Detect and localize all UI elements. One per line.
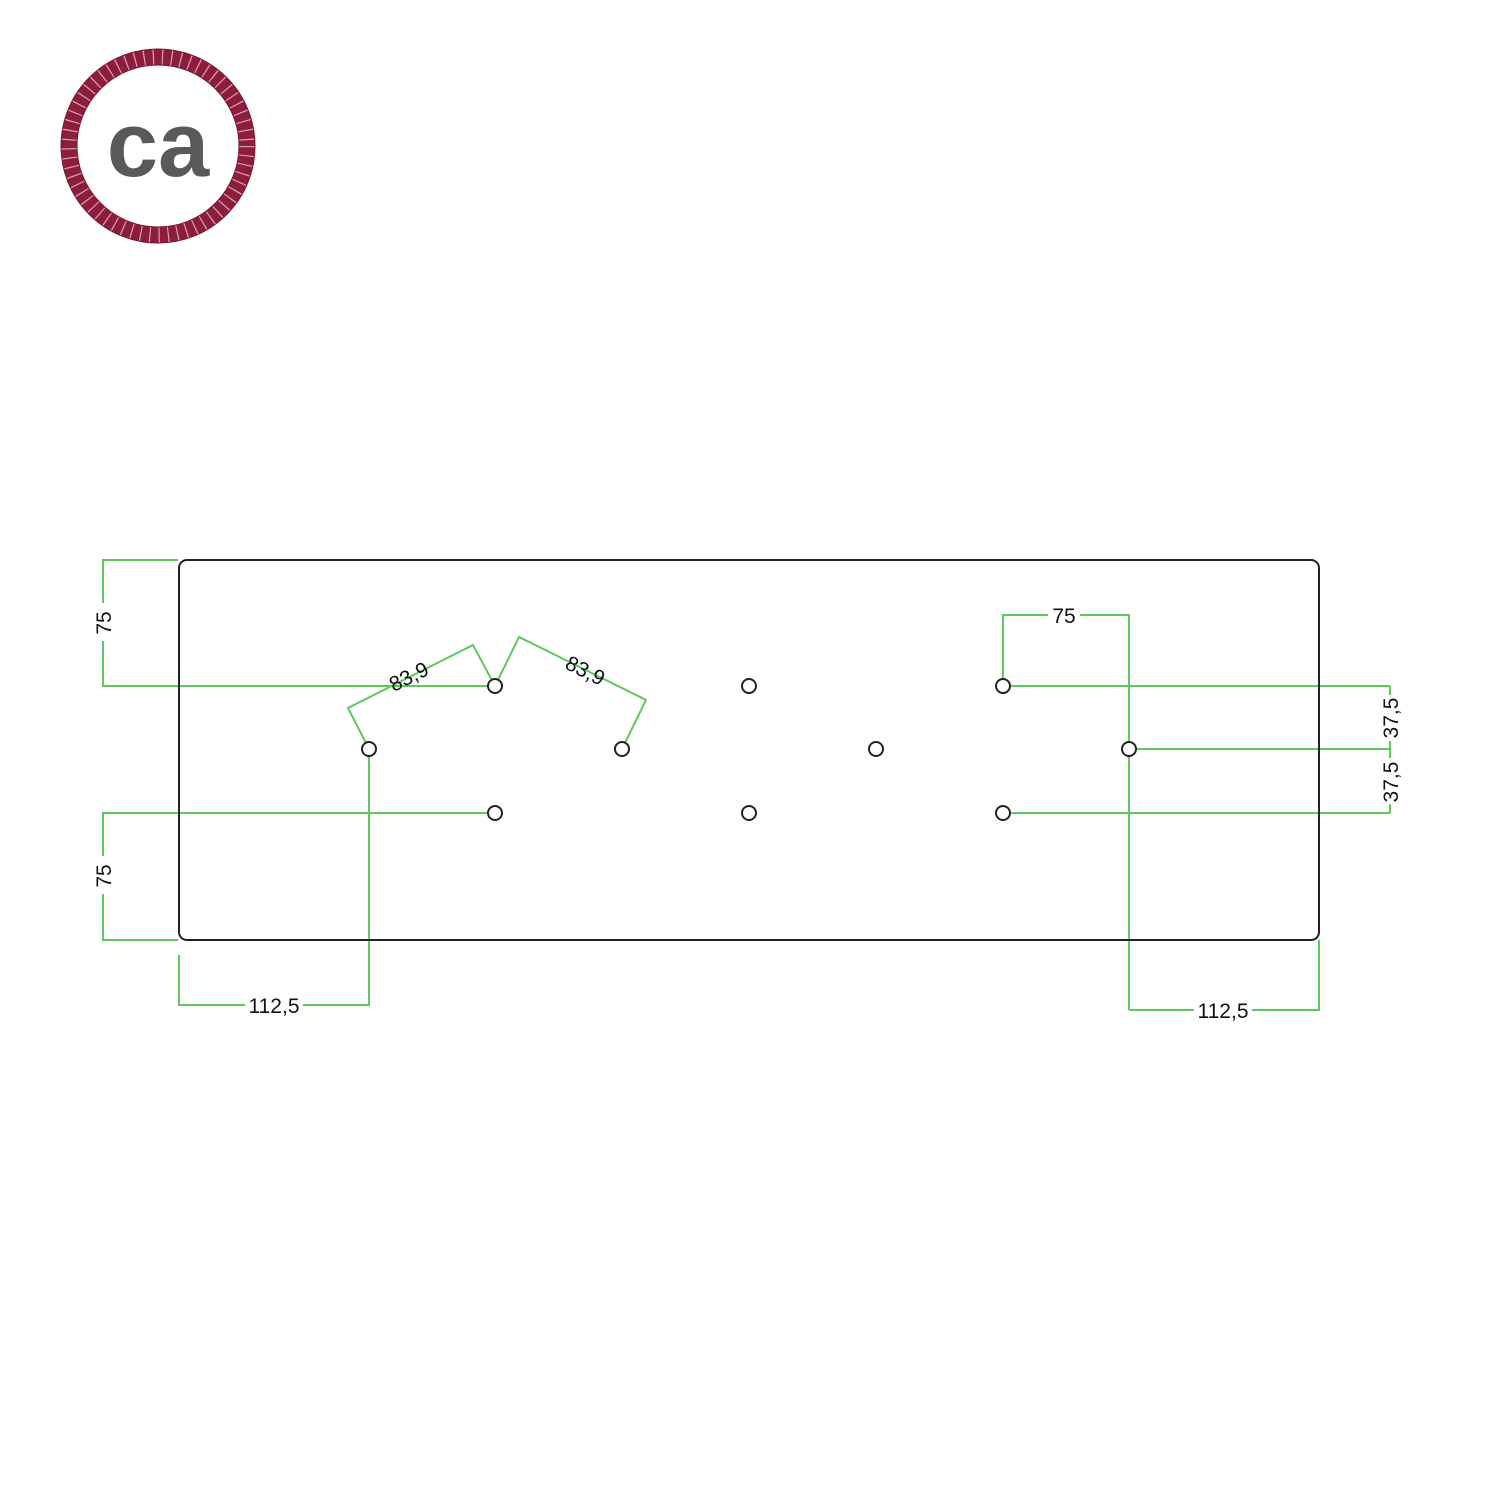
dim-top-right-75: 75 xyxy=(1052,605,1075,628)
hole xyxy=(741,678,757,694)
dim-right-upper-37-5: 37,5 xyxy=(1380,698,1403,739)
dim-left-bottom-75: 75 xyxy=(93,864,116,887)
ceiling-plate-outline xyxy=(178,559,1320,941)
hole xyxy=(995,805,1011,821)
dim-bottom-left-112-5: 112,5 xyxy=(249,995,300,1018)
dim-left-top-75: 75 xyxy=(93,611,116,634)
hole xyxy=(614,741,630,757)
dimension-labels: 75 75 112,5 112,5 75 83,9 83,9 37,5 37,5 xyxy=(92,603,1403,1023)
mounting-holes xyxy=(361,678,1137,821)
dim-diagonal-right-83-9: 83,9 xyxy=(561,652,608,691)
rope-ring-icon xyxy=(60,48,256,244)
dimension-lines xyxy=(102,559,1391,1011)
dim-diagonal-left-83-9: 83,9 xyxy=(386,658,433,697)
hole xyxy=(995,678,1011,694)
hole xyxy=(487,805,503,821)
brand-logo: ca xyxy=(60,48,256,244)
hole xyxy=(868,741,884,757)
hole xyxy=(361,741,377,757)
dim-right-lower-37-5: 37,5 xyxy=(1380,762,1403,803)
hole xyxy=(487,678,503,694)
dim-bottom-right-112-5: 112,5 xyxy=(1198,1000,1249,1023)
hole xyxy=(1121,741,1137,757)
logo-text: ca xyxy=(107,94,210,196)
hole xyxy=(741,805,757,821)
